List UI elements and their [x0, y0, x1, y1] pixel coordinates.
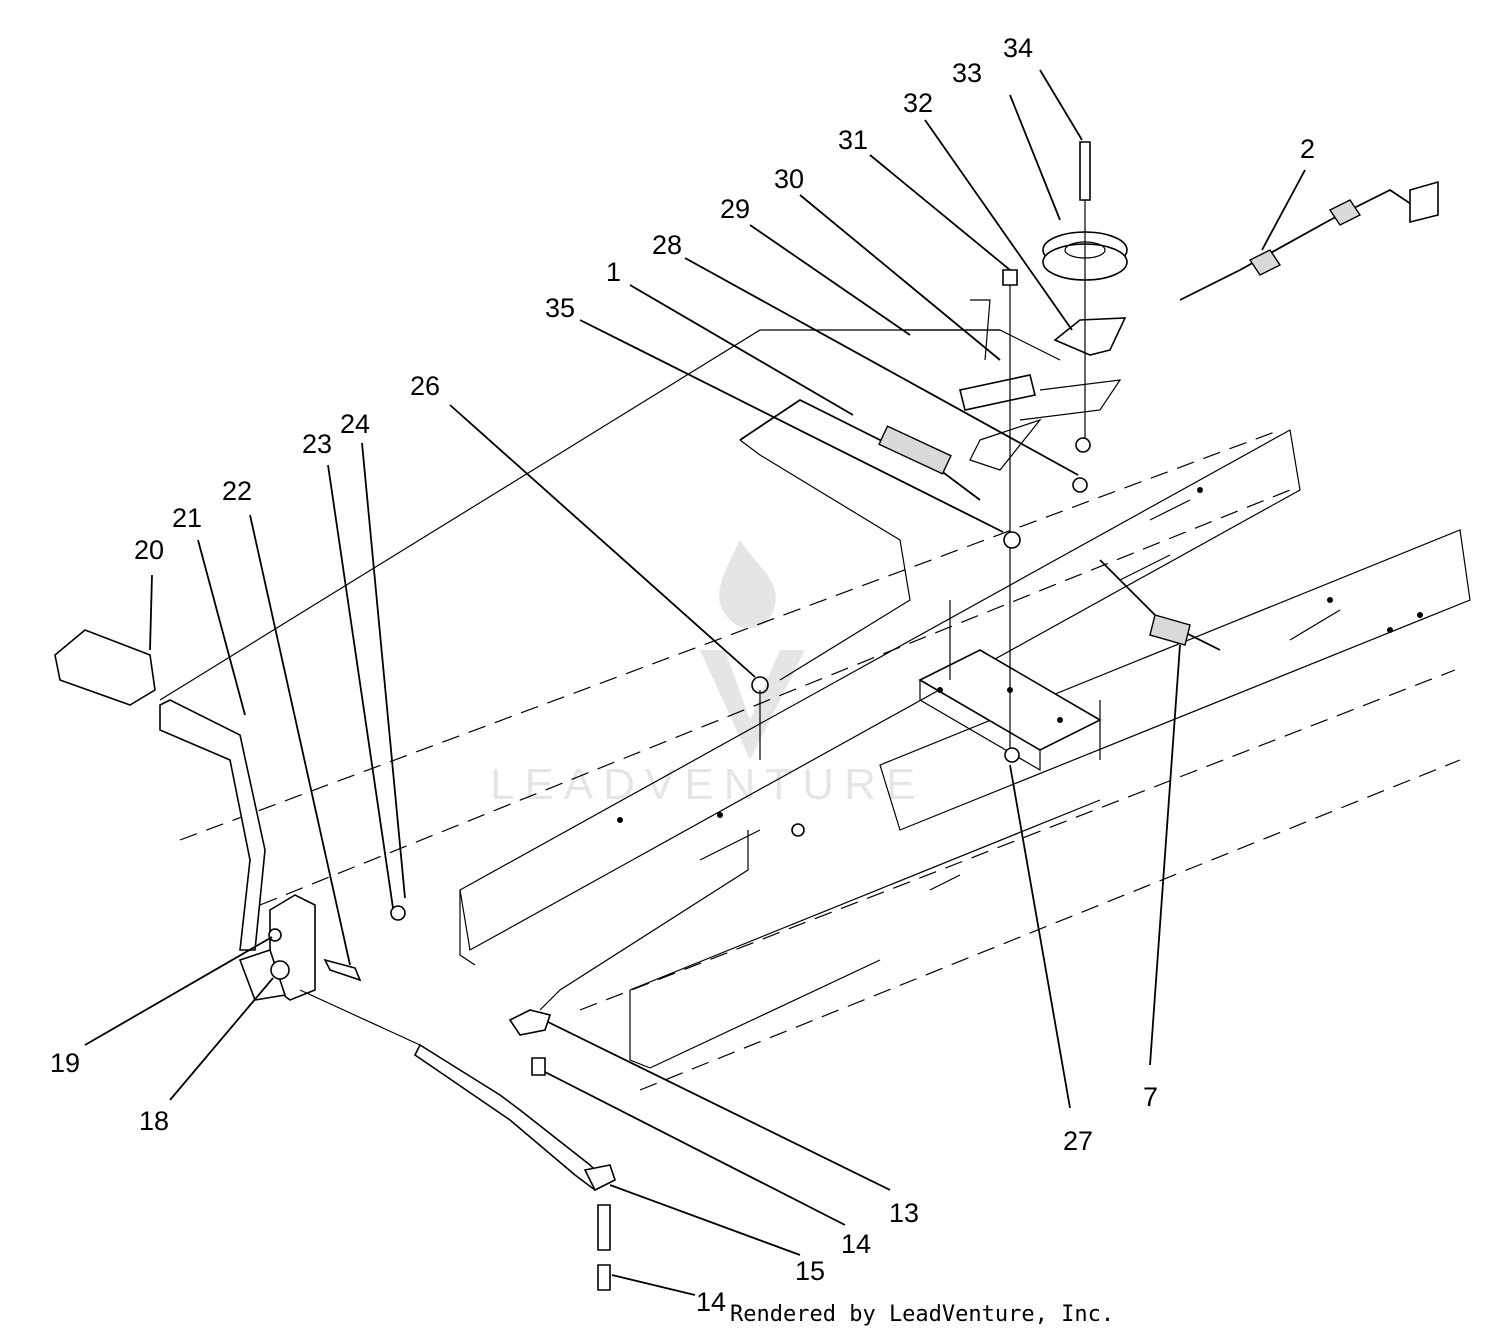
callout-26: 26: [410, 371, 440, 401]
callout-21: 21: [172, 503, 202, 533]
callout-19: 19: [50, 1048, 80, 1078]
callout-35: 35: [545, 293, 575, 323]
callout-20: 20: [134, 535, 164, 565]
callout-1: 1: [606, 257, 621, 287]
callout-30: 30: [774, 164, 804, 194]
callout-15: 15: [795, 1256, 825, 1286]
callout-13: 13: [889, 1198, 919, 1228]
callout-28: 28: [652, 230, 682, 260]
callout-7: 7: [1143, 1082, 1158, 1112]
watermark-text: LEADVENTURE: [490, 760, 926, 809]
callout-22: 22: [222, 476, 252, 506]
callout-24: 24: [340, 409, 370, 439]
render-credit: Rendered by LeadVenture, Inc.: [730, 1302, 1115, 1327]
callout-14-upper: 14: [841, 1229, 871, 1259]
callout-23: 23: [302, 429, 332, 459]
pedal-assembly: [54, 629, 616, 1291]
callouts: 34 33 32 31 30 29 28 2 1 35 26 23 24 22 …: [50, 33, 1315, 1317]
callout-34: 34: [1003, 33, 1033, 63]
leader-lines: [84, 69, 1306, 1296]
callout-27: 27: [1063, 1126, 1093, 1156]
idler-bracket-assembly: [539, 141, 1439, 1011]
callout-31: 31: [838, 125, 868, 155]
callout-32: 32: [903, 88, 933, 118]
callout-18: 18: [139, 1106, 169, 1136]
callout-14-lower: 14: [696, 1287, 726, 1317]
callout-29: 29: [720, 194, 750, 224]
watermark-logo: [700, 540, 805, 760]
callout-2: 2: [1300, 134, 1315, 164]
callout-33: 33: [952, 58, 982, 88]
